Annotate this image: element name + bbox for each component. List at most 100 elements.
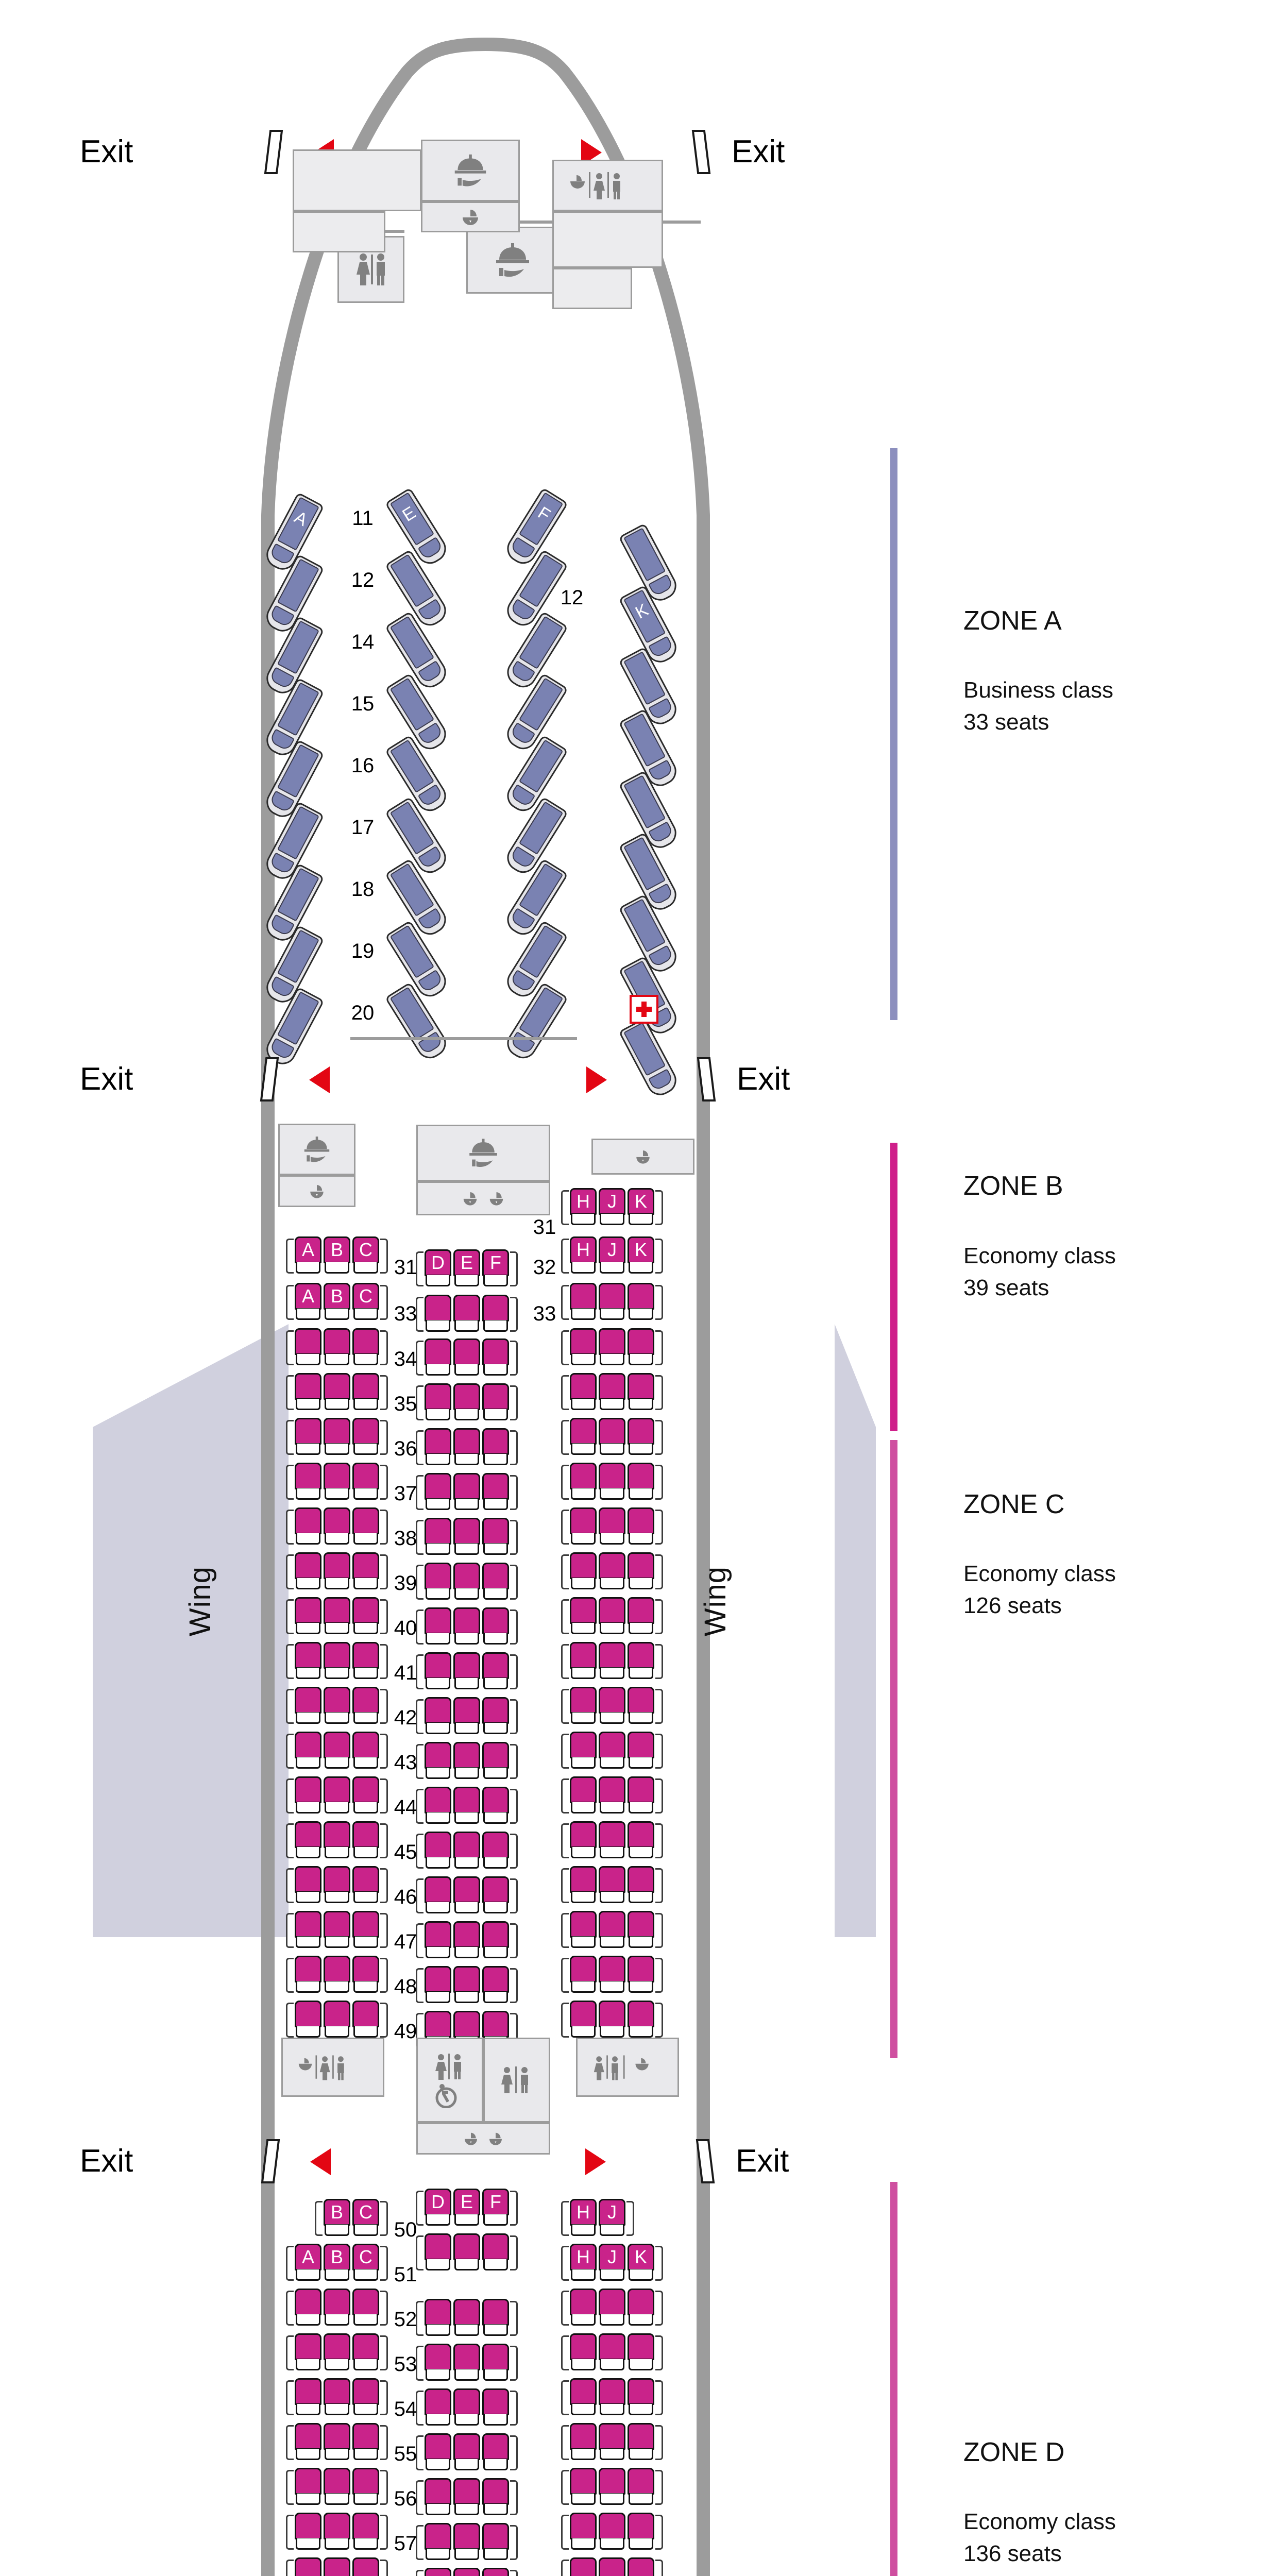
economy-row-34-left-seat-3[interactable] <box>351 1328 380 1366</box>
economy-row-55-center-seat-1[interactable] <box>423 2433 452 2471</box>
economy-row-40-left-seat-2[interactable] <box>323 1597 351 1635</box>
economy-row-45-right-seat-3[interactable] <box>626 1821 655 1859</box>
economy-row-35-left-seat-1[interactable] <box>294 1373 323 1411</box>
economy-row-31-right-seat-1[interactable]: H <box>569 1188 598 1226</box>
business-seat-right-12[interactable]: K <box>618 585 681 667</box>
economy-row-34-center-seat-1[interactable] <box>423 1338 452 1377</box>
economy-row-39-center-seat-3[interactable] <box>481 1563 510 1601</box>
economy-row-46-center-seat-1[interactable] <box>423 1876 452 1914</box>
exit-door-left-2[interactable] <box>260 1057 279 1101</box>
economy-row-51-center-seat-3[interactable] <box>481 2233 510 2272</box>
economy-row-55-right-seat-1[interactable] <box>569 2423 598 2461</box>
economy-row-39-left-seat-3[interactable] <box>351 1552 380 1590</box>
economy-row-49-right-seat-2[interactable] <box>598 2001 626 2039</box>
economy-row-47-left-seat-3[interactable] <box>351 1911 380 1949</box>
economy-row-52-left-seat-2[interactable] <box>323 2289 351 2327</box>
economy-row-44-center-seat-2[interactable] <box>452 1787 481 1825</box>
business-seat-center-left-14[interactable] <box>384 611 451 692</box>
economy-row-52-center-seat-1[interactable] <box>423 2299 452 2337</box>
business-seat-center-left-15[interactable] <box>384 673 451 754</box>
economy-row-40-center-seat-1[interactable] <box>423 1607 452 1646</box>
economy-row-42-right-seat-1[interactable] <box>569 1687 598 1725</box>
economy-row-41-center-seat-2[interactable] <box>452 1652 481 1690</box>
economy-row-57-right-seat-1[interactable] <box>569 2513 598 2551</box>
economy-row-53-right-seat-1[interactable] <box>569 2333 598 2371</box>
economy-row-42-center-seat-3[interactable] <box>481 1697 510 1735</box>
business-seat-right-17[interactable] <box>618 832 681 914</box>
economy-row-52-center-seat-2[interactable] <box>452 2299 481 2337</box>
economy-row-48-center-seat-1[interactable] <box>423 1966 452 2004</box>
economy-row-57-center-seat-1[interactable] <box>423 2523 452 2561</box>
economy-row-58-right-seat-3[interactable] <box>626 2557 655 2576</box>
economy-row-57-right-seat-3[interactable] <box>626 2513 655 2551</box>
economy-row-43-left-seat-2[interactable] <box>323 1732 351 1770</box>
economy-row-47-left-seat-2[interactable] <box>323 1911 351 1949</box>
economy-row-44-right-seat-3[interactable] <box>626 1776 655 1815</box>
economy-row-31-center-seat-2[interactable]: E <box>452 1249 481 1287</box>
economy-row-42-left-seat-3[interactable] <box>351 1687 380 1725</box>
economy-row-46-center-seat-3[interactable] <box>481 1876 510 1914</box>
economy-row-36-center-seat-1[interactable] <box>423 1428 452 1466</box>
exit-door-left-3[interactable] <box>261 2139 280 2183</box>
economy-row-51-left-seat-1[interactable]: A <box>294 2244 323 2282</box>
economy-row-36-right-seat-1[interactable] <box>569 1418 598 1456</box>
economy-row-48-right-seat-2[interactable] <box>598 1956 626 1994</box>
economy-row-55-left-seat-2[interactable] <box>323 2423 351 2461</box>
economy-row-50-center-seat-2[interactable]: E <box>452 2189 481 2227</box>
economy-row-54-right-seat-3[interactable] <box>626 2378 655 2416</box>
economy-row-55-center-seat-2[interactable] <box>452 2433 481 2471</box>
economy-row-48-left-seat-1[interactable] <box>294 1956 323 1994</box>
economy-row-40-center-seat-2[interactable] <box>452 1607 481 1646</box>
economy-row-33-right-seat-3[interactable] <box>626 1283 655 1321</box>
economy-row-55-right-seat-3[interactable] <box>626 2423 655 2461</box>
economy-row-49-left-seat-3[interactable] <box>351 2001 380 2039</box>
economy-row-39-center-seat-2[interactable] <box>452 1563 481 1601</box>
economy-row-34-left-seat-2[interactable] <box>323 1328 351 1366</box>
business-seat-center-right-18[interactable] <box>502 858 569 940</box>
economy-row-56-left-seat-2[interactable] <box>323 2468 351 2506</box>
economy-row-54-right-seat-2[interactable] <box>598 2378 626 2416</box>
business-seat-center-right-15[interactable] <box>502 673 569 754</box>
business-seat-center-left-16[interactable] <box>384 735 451 816</box>
economy-row-43-left-seat-3[interactable] <box>351 1732 380 1770</box>
economy-row-45-right-seat-1[interactable] <box>569 1821 598 1859</box>
economy-row-35-right-seat-3[interactable] <box>626 1373 655 1411</box>
business-seat-center-left-19[interactable] <box>384 920 451 1002</box>
economy-row-51-right-seat-1[interactable]: H <box>569 2244 598 2282</box>
economy-row-55-right-seat-2[interactable] <box>598 2423 626 2461</box>
economy-row-44-center-seat-3[interactable] <box>481 1787 510 1825</box>
economy-row-56-center-seat-3[interactable] <box>481 2478 510 2516</box>
business-seat-center-right-16[interactable] <box>502 735 569 816</box>
economy-row-35-center-seat-1[interactable] <box>423 1383 452 1421</box>
economy-row-39-right-seat-2[interactable] <box>598 1552 626 1590</box>
business-seat-right-15[interactable] <box>618 708 681 791</box>
economy-row-38-left-seat-1[interactable] <box>294 1507 323 1546</box>
economy-row-43-center-seat-1[interactable] <box>423 1742 452 1780</box>
business-seat-center-right-19[interactable] <box>502 920 569 1002</box>
economy-row-46-center-seat-2[interactable] <box>452 1876 481 1914</box>
economy-row-36-left-seat-2[interactable] <box>323 1418 351 1456</box>
economy-row-35-right-seat-2[interactable] <box>598 1373 626 1411</box>
economy-row-35-left-seat-3[interactable] <box>351 1373 380 1411</box>
economy-row-58-left-seat-2[interactable] <box>323 2557 351 2576</box>
economy-row-41-right-seat-2[interactable] <box>598 1642 626 1680</box>
economy-row-38-right-seat-2[interactable] <box>598 1507 626 1546</box>
economy-row-58-center-seat-2[interactable] <box>452 2568 481 2576</box>
economy-row-39-center-seat-1[interactable] <box>423 1563 452 1601</box>
economy-row-41-left-seat-1[interactable] <box>294 1642 323 1680</box>
business-seat-center-right-14[interactable] <box>502 611 569 692</box>
economy-row-55-left-seat-1[interactable] <box>294 2423 323 2461</box>
economy-row-47-center-seat-1[interactable] <box>423 1921 452 1959</box>
economy-row-41-center-seat-3[interactable] <box>481 1652 510 1690</box>
economy-row-54-center-seat-1[interactable] <box>423 2388 452 2427</box>
economy-row-38-left-seat-2[interactable] <box>323 1507 351 1546</box>
economy-row-46-right-seat-2[interactable] <box>598 1866 626 1904</box>
economy-row-57-left-seat-3[interactable] <box>351 2513 380 2551</box>
economy-row-36-left-seat-3[interactable] <box>351 1418 380 1456</box>
economy-row-48-right-seat-1[interactable] <box>569 1956 598 1994</box>
economy-row-51-right-seat-2[interactable]: J <box>598 2244 626 2282</box>
business-seat-center-right-17[interactable] <box>502 796 569 878</box>
economy-row-40-right-seat-1[interactable] <box>569 1597 598 1635</box>
economy-row-47-center-seat-2[interactable] <box>452 1921 481 1959</box>
economy-row-53-center-seat-2[interactable] <box>452 2344 481 2382</box>
